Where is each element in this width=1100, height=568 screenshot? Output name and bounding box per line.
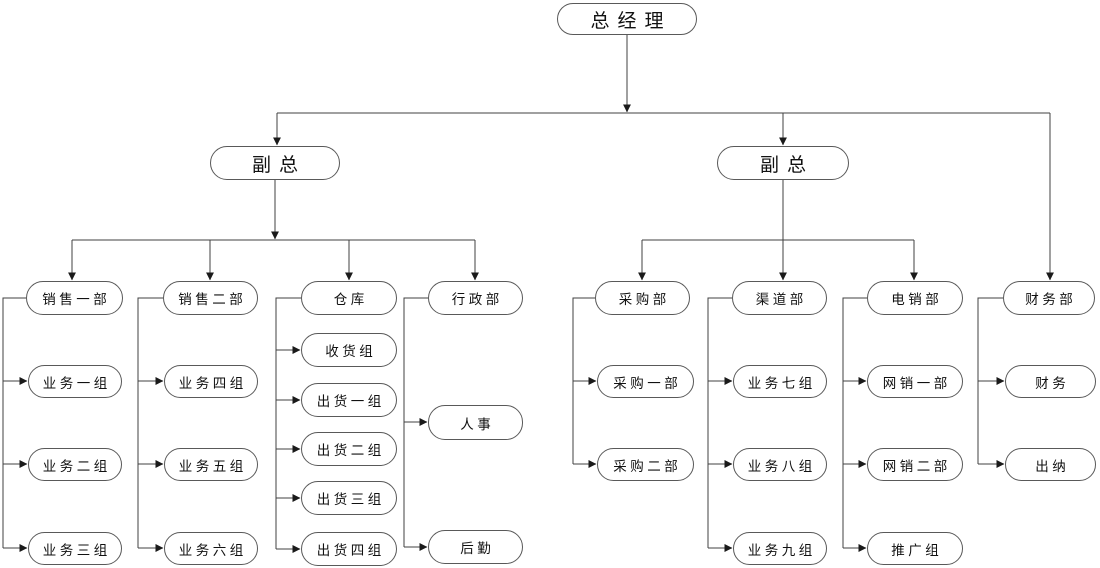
org-node-warehouse-receiving: 收货组 — [301, 333, 397, 367]
org-node-finance-accounting: 财务 — [1005, 365, 1096, 398]
org-node-telesales-promo: 推广组 — [867, 532, 963, 565]
org-node-purchase-dept2: 采购二部 — [597, 448, 694, 481]
org-node-warehouse-shipping4: 出货四组 — [301, 532, 397, 566]
org-node-sales2-group5: 业务五组 — [164, 448, 258, 481]
org-node-admin-hr: 人事 — [428, 405, 523, 440]
org-node-dept-warehouse: 仓库 — [301, 281, 397, 315]
org-node-sales2-group4: 业务四组 — [164, 365, 258, 398]
org-node-dept-telesales: 电销部 — [867, 281, 963, 315]
org-node-sales2-group6: 业务六组 — [164, 532, 258, 565]
org-node-dept-sales2: 销售二部 — [163, 281, 258, 315]
rail-dept-0 — [2, 297, 26, 548]
org-node-sales1-group1: 业务一组 — [28, 365, 122, 398]
org-node-finance-cashier: 出纳 — [1005, 448, 1096, 481]
org-node-general-manager: 总经理 — [557, 3, 697, 35]
rail-dept-5 — [707, 297, 732, 548]
rail-dept-3 — [403, 297, 428, 547]
org-node-dept-channel: 渠道部 — [732, 281, 827, 315]
org-node-warehouse-shipping2: 出货二组 — [301, 432, 397, 466]
org-node-sales1-group3: 业务三组 — [28, 532, 122, 565]
org-node-telesales-online1: 网销一部 — [867, 365, 963, 398]
org-node-warehouse-shipping1: 出货一组 — [301, 383, 397, 417]
org-node-purchase-dept1: 采购一部 — [597, 365, 694, 398]
org-node-channel-group9: 业务九组 — [733, 532, 827, 565]
org-node-dept-finance: 财务部 — [1003, 281, 1095, 315]
org-node-dept-admin: 行政部 — [428, 281, 523, 315]
rail-dept-7 — [977, 297, 1003, 464]
org-node-vp-right: 副总 — [717, 146, 849, 180]
rail-dept-2 — [275, 297, 301, 549]
org-node-telesales-online2: 网销二部 — [867, 448, 963, 481]
org-node-channel-group7: 业务七组 — [733, 365, 827, 398]
org-node-channel-group8: 业务八组 — [733, 448, 827, 481]
org-node-vp-left: 副总 — [210, 146, 340, 180]
rail-dept-6 — [842, 297, 867, 548]
org-node-warehouse-shipping3: 出货三组 — [301, 481, 397, 515]
org-node-dept-purchase: 采购部 — [595, 281, 690, 315]
rail-dept-1 — [137, 297, 163, 548]
org-node-admin-logistics: 后勤 — [428, 530, 523, 564]
org-node-dept-sales1: 销售一部 — [26, 281, 123, 315]
org-node-sales1-group2: 业务二组 — [28, 448, 122, 481]
rail-dept-4 — [572, 297, 595, 464]
